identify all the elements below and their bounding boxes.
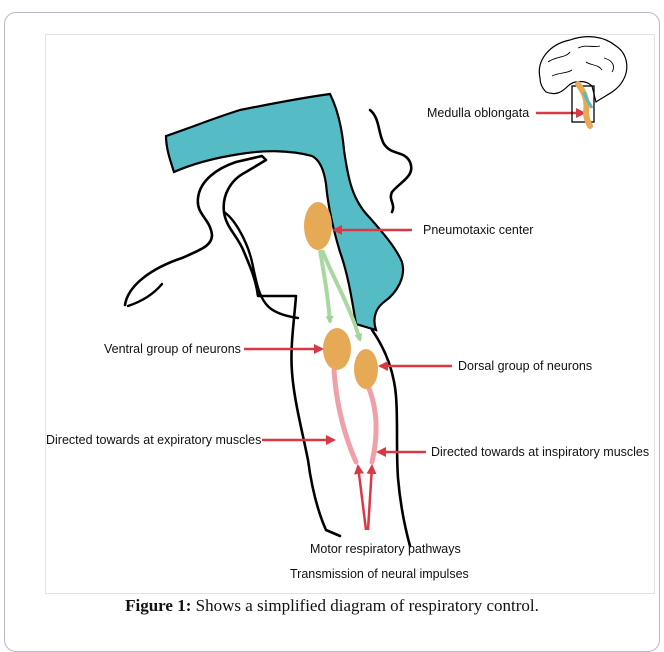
- expiratory-pathway: [334, 370, 356, 462]
- caption-text: Shows a simplified diagram of respirator…: [191, 596, 538, 615]
- cerebellum-outline: [224, 212, 298, 318]
- label-ventral-group: Ventral group of neurons: [104, 342, 241, 356]
- motor-arrow-right: [368, 466, 372, 530]
- dorsal-group: [354, 349, 378, 389]
- label-expiratory: Directed towards at expiratory muscles: [46, 433, 261, 447]
- label-motor-pathways: Motor respiratory pathways: [310, 542, 461, 556]
- label-pneumotaxic-center: Pneumotaxic center: [423, 223, 533, 237]
- squiggle-outline: [370, 110, 411, 212]
- pneumotaxic-center: [304, 202, 332, 250]
- inspiratory-pathway: [368, 386, 376, 462]
- motor-arrow-left: [358, 466, 366, 530]
- ventral-group: [323, 328, 351, 370]
- label-dorsal-group: Dorsal group of neurons: [458, 359, 592, 373]
- label-transmission: Transmission of neural impulses: [290, 567, 469, 581]
- figure-caption: Figure 1: Shows a simplified diagram of …: [0, 596, 664, 616]
- label-inspiratory: Directed towards at inspiratory muscles: [431, 445, 649, 459]
- label-medulla-oblongata: Medulla oblongata: [427, 106, 529, 120]
- caption-prefix: Figure 1:: [125, 596, 191, 615]
